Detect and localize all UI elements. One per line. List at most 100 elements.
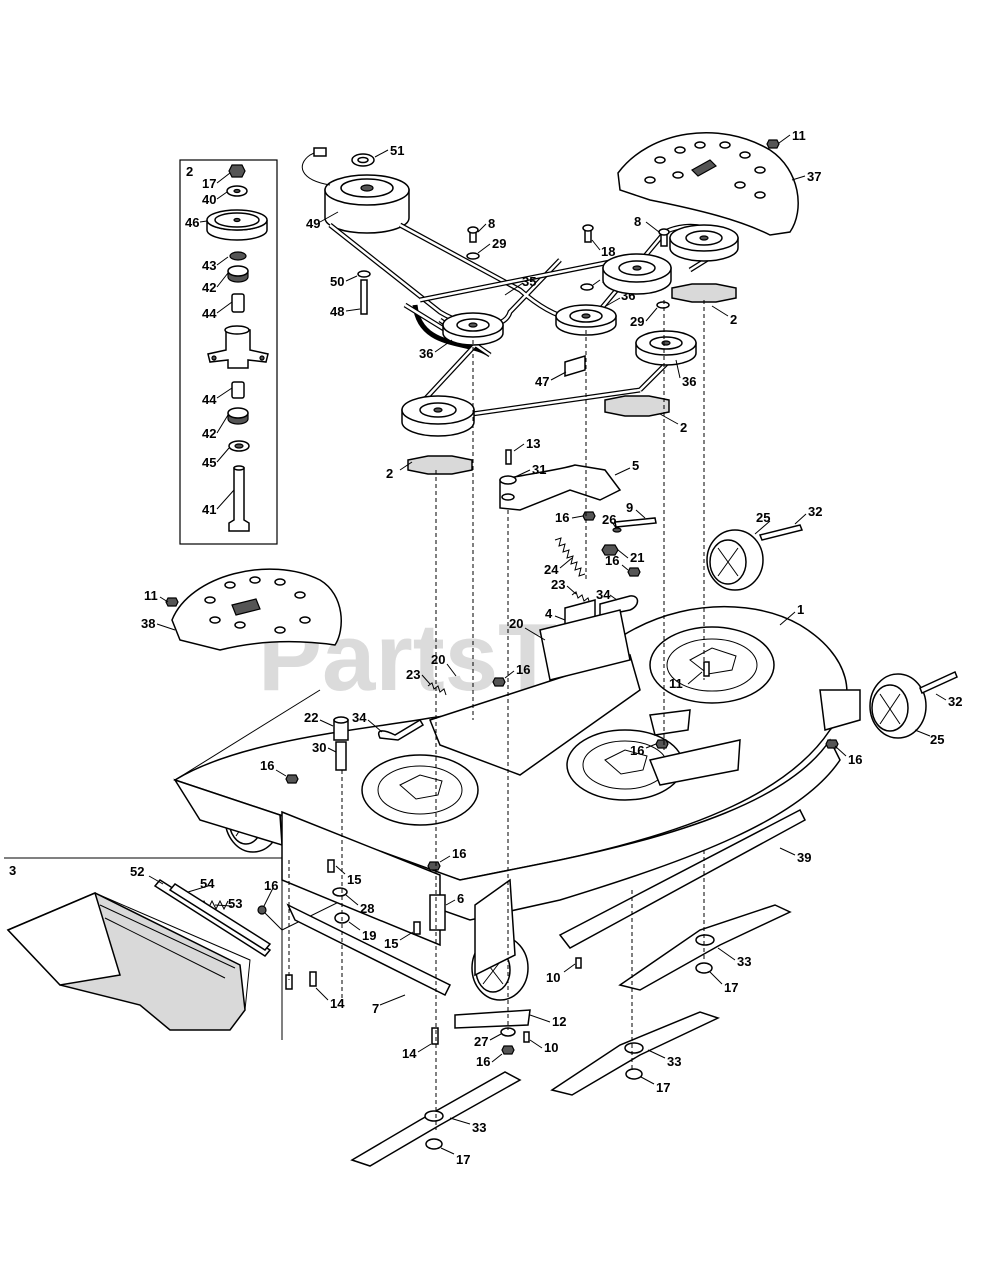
callout-2: 2 bbox=[680, 420, 687, 435]
callout-45: 45 bbox=[202, 455, 216, 470]
callout-32: 32 bbox=[808, 504, 822, 519]
channel-nut bbox=[492, 677, 506, 687]
callout-34: 34 bbox=[352, 710, 367, 725]
callout-20: 20 bbox=[509, 616, 523, 631]
lift-rod-rear bbox=[378, 718, 425, 741]
callout-16: 16 bbox=[264, 878, 278, 893]
cover-bolt-left bbox=[165, 597, 179, 607]
callout-33: 33 bbox=[472, 1120, 486, 1135]
callout-38: 38 bbox=[141, 616, 155, 631]
deck-hardware: 15 28 19 15 14 14 27 16 10 10 bbox=[285, 859, 582, 1069]
callout-17: 17 bbox=[202, 176, 216, 191]
callout-7: 7 bbox=[372, 1001, 379, 1016]
lift-nut bbox=[601, 544, 619, 556]
hitch-bolt-10 bbox=[523, 1031, 530, 1043]
belt-cover-left-holes bbox=[204, 576, 311, 634]
callout-27: 27 bbox=[474, 1034, 488, 1049]
callout-15: 15 bbox=[347, 872, 361, 887]
deck-bolt-14b bbox=[431, 1027, 439, 1045]
callout-21: 21 bbox=[630, 550, 644, 565]
callout-4: 4 bbox=[545, 606, 553, 621]
callout-24: 24 bbox=[544, 562, 559, 577]
callout-29: 29 bbox=[630, 314, 644, 329]
callout-16: 16 bbox=[516, 662, 530, 677]
spindle-housing-left bbox=[407, 455, 473, 475]
callout-42: 42 bbox=[202, 280, 216, 295]
callout-53: 53 bbox=[228, 896, 242, 911]
callout-14: 14 bbox=[330, 996, 345, 1011]
callout-20: 20 bbox=[431, 652, 445, 667]
callout-14: 14 bbox=[402, 1046, 417, 1061]
callout-23: 23 bbox=[406, 667, 420, 682]
callout-25: 25 bbox=[756, 510, 770, 525]
callout-48: 48 bbox=[330, 304, 344, 319]
deck-nut-left bbox=[285, 774, 299, 784]
deck-bolt-15b bbox=[413, 921, 421, 935]
deck-nut-front bbox=[427, 861, 441, 871]
callout-12: 12 bbox=[552, 1014, 566, 1029]
lift-bolt bbox=[614, 517, 657, 528]
callout-44: 44 bbox=[202, 306, 217, 321]
callout-40: 40 bbox=[202, 192, 216, 207]
callout-49: 49 bbox=[306, 216, 320, 231]
callout-33: 33 bbox=[667, 1054, 681, 1069]
belt-covers: 11 37 11 38 bbox=[141, 128, 821, 651]
hanger-assembly: 5 31 13 16 9 26 21 16 24 23 34 bbox=[260, 436, 862, 871]
deck-bolt-14a bbox=[285, 974, 293, 990]
callout-30: 30 bbox=[312, 740, 326, 755]
callout-32: 32 bbox=[948, 694, 962, 709]
clutch-wire bbox=[301, 150, 331, 186]
callout-47: 47 bbox=[535, 374, 549, 389]
callout-37: 37 bbox=[807, 169, 821, 184]
callout-36: 36 bbox=[419, 346, 433, 361]
blade-nut-left bbox=[425, 1138, 443, 1150]
center-washer bbox=[580, 283, 594, 291]
deck-baffle-plate bbox=[558, 808, 806, 949]
deflector-inset: 3 52 54 53 16 bbox=[4, 857, 421, 1040]
callout-1: 1 bbox=[797, 602, 804, 617]
callout-13: 13 bbox=[526, 436, 540, 451]
callout-6: 6 bbox=[457, 891, 464, 906]
callout-31: 31 bbox=[532, 462, 546, 477]
belt-cover-right-logo bbox=[691, 159, 717, 177]
lift-washer bbox=[612, 527, 622, 533]
idler-arm-washer bbox=[357, 270, 371, 278]
spindle-spacer-washer bbox=[229, 251, 247, 261]
spindle-housing-right bbox=[671, 283, 737, 303]
callout-52: 52 bbox=[130, 864, 144, 879]
spindle-inset-box bbox=[179, 159, 278, 545]
callout-16: 16 bbox=[555, 510, 569, 525]
hanger-spring bbox=[554, 537, 586, 577]
spindle-housing-center bbox=[604, 395, 670, 417]
callout-41: 41 bbox=[202, 502, 216, 517]
callout-19: 19 bbox=[362, 928, 376, 943]
belt-guide-bracket bbox=[564, 354, 586, 378]
front-baffle-strip bbox=[286, 903, 452, 997]
deck-washer-28 bbox=[332, 887, 348, 897]
gauge-wheel-bolt-top bbox=[758, 524, 804, 541]
callout-25: 25 bbox=[930, 732, 944, 747]
callout-17: 17 bbox=[456, 1152, 470, 1167]
idler-washer bbox=[466, 252, 480, 260]
callout-44: 44 bbox=[202, 392, 217, 407]
spindle-housing bbox=[207, 329, 269, 369]
callout-10: 10 bbox=[546, 970, 560, 985]
spindle-bearing-bottom bbox=[227, 407, 249, 419]
callout-8: 8 bbox=[634, 214, 641, 229]
spindle-inset: 2 17 40 46 bbox=[179, 159, 278, 545]
gauge-wheel-bolt-right bbox=[919, 670, 958, 695]
lift-spring-rear bbox=[427, 682, 447, 696]
callout-54: 54 bbox=[200, 876, 215, 891]
belt-cover-left-logo bbox=[231, 598, 261, 616]
callout-50: 50 bbox=[330, 274, 344, 289]
drive-system: 51 49 35 8 29 50 48 8 bbox=[301, 143, 739, 481]
callout-46: 46 bbox=[185, 215, 199, 230]
callout-29: 29 bbox=[492, 236, 506, 251]
hitch-plate bbox=[454, 1009, 531, 1029]
blade-nut-right bbox=[695, 962, 713, 974]
callout-2: 2 bbox=[730, 312, 737, 327]
callout-22: 22 bbox=[304, 710, 318, 725]
callout-16: 16 bbox=[476, 1054, 490, 1069]
blades: 33 17 33 17 33 17 bbox=[350, 904, 792, 1167]
spindle-bearing-top bbox=[227, 265, 249, 277]
